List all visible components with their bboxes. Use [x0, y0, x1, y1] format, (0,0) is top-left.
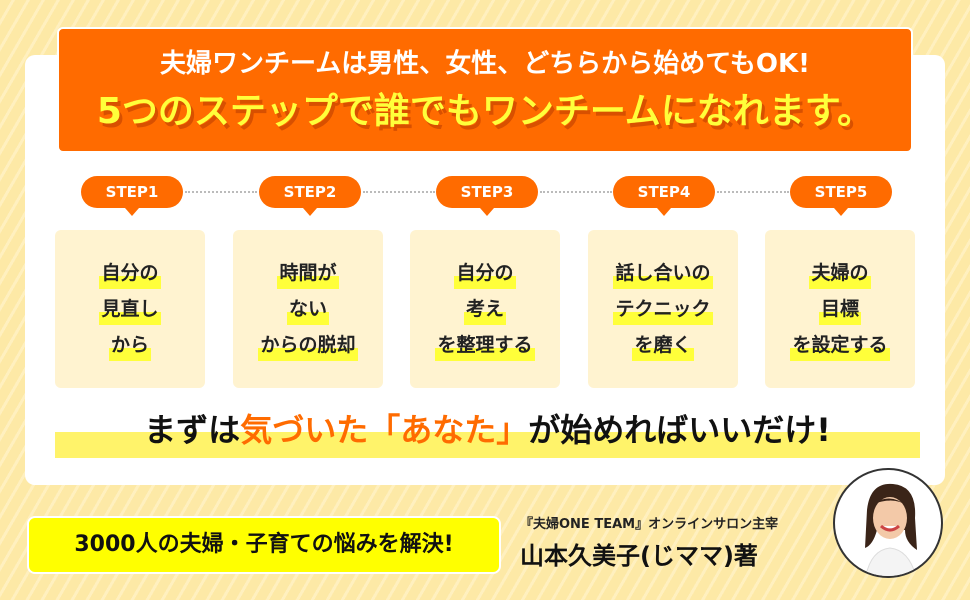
step-text: からの脱却: [258, 329, 358, 361]
tagline: まずは気づいた「あなた」が始めればいいだけ!: [55, 408, 920, 458]
connector: [363, 191, 435, 193]
connector: [540, 191, 612, 193]
tagline-c: が始めればいいだけ!: [528, 411, 831, 449]
step-card: 自分の考えを整理する: [410, 230, 560, 388]
step-text: を設定する: [790, 329, 890, 361]
step-text: を整理する: [435, 329, 535, 361]
tagline-b: 気づいた「あなた」: [240, 411, 529, 449]
step-card: 時間がないからの脱却: [233, 230, 383, 388]
step-card: 自分の見直しから: [55, 230, 205, 388]
step-label: STEP3: [436, 176, 538, 216]
step-card: 話し合いのテクニックを磨く: [588, 230, 738, 388]
header-line2: 5つのステップで誰でもワンチームになれます。: [96, 91, 874, 132]
step-text: 自分の: [454, 257, 516, 289]
step-text: テクニック: [613, 293, 713, 325]
step-text: 時間が: [277, 257, 339, 289]
step-label: STEP5: [790, 176, 892, 216]
step-label: STEP1: [81, 176, 183, 216]
connector: [185, 191, 257, 193]
step-text: 考え: [463, 293, 506, 325]
tagline-highlight: [55, 432, 920, 458]
header-banner: 夫婦ワンチームは男性、女性、どちらから始めてもOK! 5つのステップで誰でもワン…: [57, 27, 913, 153]
step-text: 目標: [818, 293, 861, 325]
step-card: 夫婦の目標を設定する: [765, 230, 915, 388]
step-text: を磨く: [632, 329, 694, 361]
step-label: STEP2: [259, 176, 361, 216]
tagline-a: まずは: [144, 411, 241, 449]
step-text: から: [108, 329, 151, 361]
author-subtitle: 『夫婦ONE TEAM』オンラインサロン主宰: [520, 517, 779, 532]
achievement-badge: 3000人の夫婦・子育ての悩みを解決!: [27, 516, 501, 574]
step-text: 話し合いの: [613, 257, 713, 289]
step-text: ない: [286, 293, 329, 325]
step-text: 自分の: [99, 257, 161, 289]
author-name: 山本久美子(じママ)著: [520, 542, 758, 570]
connector: [717, 191, 789, 193]
step-text: 見直し: [99, 293, 161, 325]
step-label: STEP4: [613, 176, 715, 216]
header-line1: 夫婦ワンチームは男性、女性、どちらから始めてもOK!: [159, 49, 811, 79]
step-text: 夫婦の: [809, 257, 871, 289]
author-photo: [833, 468, 943, 578]
